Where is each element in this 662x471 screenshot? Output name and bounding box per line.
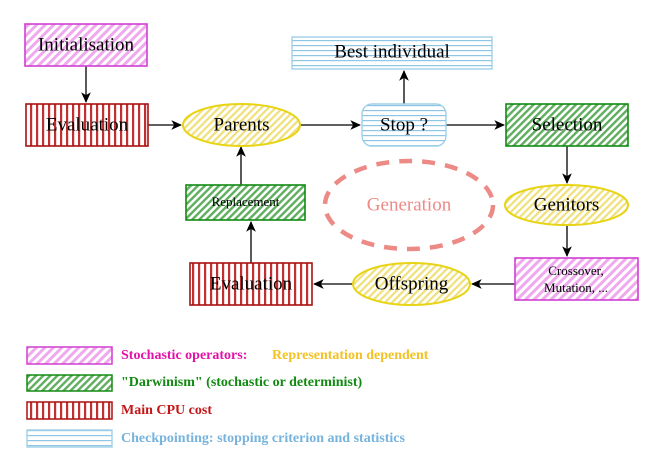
offspring-ellipse[interactable] <box>352 262 471 306</box>
edge-layer <box>81 66 572 289</box>
legend-label-darwinism: "Darwinism" (stochastic or determinist) <box>121 375 363 390</box>
initialisation-label: Initialisation <box>38 34 135 55</box>
legend-label-checkpointing: Checkpointing: stopping criterion and st… <box>121 431 405 446</box>
evaluation-bottom-box[interactable] <box>189 262 313 306</box>
node-best-individual[interactable]: Best individual <box>291 36 493 70</box>
offspring-label: Offspring <box>375 273 449 294</box>
best-individual-label: Best individual <box>334 41 450 62</box>
generation-label: Generation <box>367 194 452 215</box>
replacement-label: Replacement <box>212 194 280 209</box>
parents-ellipse[interactable] <box>182 103 301 147</box>
node-genitors[interactable]: Genitors <box>504 184 629 226</box>
evaluation-bottom-label: Evaluation <box>210 273 293 294</box>
generation-dashed-ellipse <box>322 158 496 252</box>
selection-label: Selection <box>532 114 603 135</box>
legend-label-main-cpu-cost: Main CPU cost <box>121 403 212 418</box>
crossover-box[interactable] <box>514 257 639 301</box>
node-selection[interactable]: Selection <box>505 103 629 147</box>
node-replacement[interactable]: Replacement <box>185 184 306 221</box>
legend-item-stochastic-operators: Stochastic operators: Representation dep… <box>26 346 429 365</box>
genitors-ellipse[interactable] <box>504 184 629 226</box>
legend-item-main-cpu-cost: Main CPU cost <box>26 401 212 420</box>
initialisation-box[interactable] <box>24 23 148 67</box>
node-evaluation-bottom[interactable]: Evaluation <box>189 262 313 306</box>
node-crossover-mutation[interactable]: Crossover, Mutation, ... <box>514 257 639 301</box>
node-offspring[interactable]: Offspring <box>352 262 471 306</box>
legend-swatch-magenta-icon <box>26 346 113 365</box>
replacement-box[interactable] <box>185 184 306 221</box>
legend-label-representation-dependent: Representation dependent <box>272 348 429 363</box>
evaluation-top-label: Evaluation <box>46 114 129 135</box>
node-parents[interactable]: Parents <box>182 103 301 147</box>
parents-label: Parents <box>214 114 270 135</box>
legend-swatch-red-icon <box>26 401 113 420</box>
stop-box[interactable] <box>361 103 447 147</box>
stop-label: Stop ? <box>380 114 428 135</box>
legend-item-darwinism: "Darwinism" (stochastic or determinist) <box>26 374 363 392</box>
node-stop[interactable]: Stop ? <box>361 103 447 147</box>
node-evaluation-top[interactable]: Evaluation <box>25 103 149 147</box>
evaluation-top-box[interactable] <box>25 103 149 147</box>
node-initialisation[interactable]: Initialisation <box>24 23 148 67</box>
selection-box[interactable] <box>505 103 629 147</box>
crossover-label-line1: Crossover, <box>548 263 603 278</box>
legend-label-stochastic-operators: Stochastic operators: <box>121 348 247 363</box>
node-generation: Generation <box>322 158 496 252</box>
legend-swatch-blue-icon <box>26 429 113 448</box>
legend: Stochastic operators: Representation dep… <box>26 346 429 448</box>
best-individual-box[interactable] <box>291 36 493 70</box>
legend-swatch-green-icon <box>26 374 113 392</box>
crossover-label-line2: Mutation, ... <box>544 280 608 295</box>
legend-item-checkpointing: Checkpointing: stopping criterion and st… <box>26 429 405 448</box>
genitors-label: Genitors <box>534 194 599 215</box>
